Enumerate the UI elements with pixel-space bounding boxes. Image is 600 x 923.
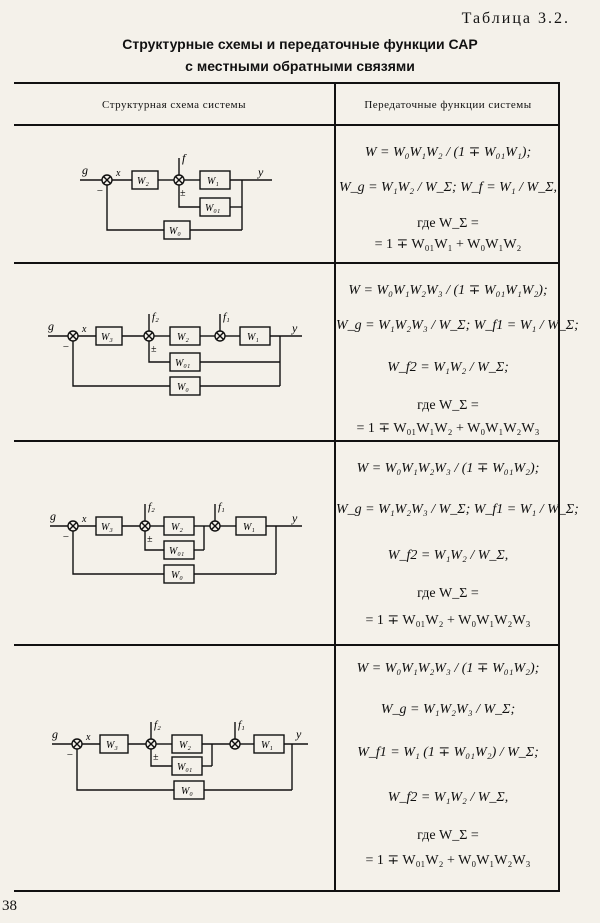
block-label: W₀ — [177, 382, 189, 393]
formula-line: W_g = W₁W₂W₃ / W_Σ; W_f1 = W₁ / W_Σ; — [336, 318, 579, 333]
formula-line: W_f1 = W₁ (1 ∓ W₀₁W₂) / W_Σ; — [357, 745, 539, 760]
sign-label: − — [66, 749, 73, 761]
signal-label: y — [257, 165, 264, 179]
formula-line: W_f2 = W₁W₂ / W_Σ; — [387, 360, 509, 375]
formula-line: = 1 ∓ W₀₁W₂ + W₀W₁W₂W₃ — [365, 613, 531, 628]
signal-label: f₂ — [152, 311, 159, 323]
formula-line: где W_Σ = — [417, 398, 479, 413]
block-label: W₁ — [247, 332, 259, 343]
column-header-functions: Передаточные функции системы — [364, 99, 532, 111]
sign-label: ± — [180, 188, 186, 199]
signal-label: g — [52, 727, 58, 741]
formula-line: W = W₀W₁W₂W₃ / (1 ∓ W₀₁W₁W₂); — [348, 283, 548, 298]
row-divider — [14, 262, 560, 264]
block-label: W₀ — [169, 226, 181, 237]
block-label: W₁ — [261, 740, 273, 751]
block-label: W₀₁ — [175, 358, 190, 369]
formula-line: где W_Σ = — [417, 216, 479, 231]
row-divider — [14, 644, 560, 646]
signal-label: x — [81, 324, 87, 335]
sign-label: − — [62, 531, 69, 543]
sign-label: − — [62, 341, 69, 353]
table-subtitle: с местными обратными связями — [185, 58, 415, 74]
block-label: W₂ — [179, 740, 191, 751]
signal-label: y — [295, 727, 302, 741]
block-diagram-2: g x f₂ f₁ y − ± W₃ W₂ W₁ W₀₁ W₀ — [48, 311, 302, 396]
block-label: W₁ — [243, 522, 255, 533]
page-number: 38 — [2, 898, 17, 914]
formula-line: где W_Σ = — [417, 586, 479, 601]
formula-line: W_f2 = W₁W₂ / W_Σ, — [387, 548, 509, 563]
signal-label: f₁ — [238, 719, 245, 731]
signal-label: f₁ — [223, 311, 230, 323]
signal-label: g — [82, 163, 88, 177]
formula-line: W = W₀W₁W₂W₃ / (1 ∓ W₀₁W₂); — [356, 661, 540, 676]
column-header-diagram: Структурная схема системы — [102, 99, 246, 111]
formula-line: W_g = W₁W₂ / W_Σ; W_f = W₁ / W_Σ, — [338, 180, 558, 195]
table-number: Таблица 3.2. — [461, 10, 570, 27]
signal-label: g — [50, 509, 56, 523]
block-label: W₃ — [101, 332, 113, 343]
formula-line: где W_Σ = — [417, 828, 479, 843]
block-label: W₃ — [106, 740, 118, 751]
row-divider — [14, 440, 560, 442]
formula-line: W_f2 = W₁W₂ / W_Σ, — [387, 790, 509, 805]
table-title: Структурные схемы и передаточные функции… — [122, 36, 478, 52]
signal-label: g — [48, 319, 54, 333]
header-divider — [14, 124, 560, 126]
block-label: W₀₁ — [177, 762, 192, 773]
formula-line: W_g = W₁W₂W₃ / W_Σ; — [380, 702, 516, 717]
block-diagram-1: g x f y − ± W₂ W₁ W₀₁ W₀ — [80, 151, 272, 240]
sign-label: ± — [147, 534, 153, 545]
signal-label: f — [182, 151, 187, 165]
signal-label: f₂ — [154, 719, 161, 731]
sign-label: ± — [153, 752, 159, 763]
block-label: W₀ — [181, 786, 193, 797]
block-label: W₂ — [171, 522, 183, 533]
formula-line: W_g = W₁W₂W₃ / W_Σ; W_f1 = W₁ / W_Σ; — [336, 502, 579, 517]
formula-line: = 1 ∓ W₀₁W₁W₂ + W₀W₁W₂W₃ — [356, 421, 540, 436]
sign-label: ± — [151, 344, 157, 355]
block-diagram-3: g x f₂ f₁ y − ± W₃ W₂ W₁ W₀₁ W₀ — [50, 501, 302, 584]
sign-label: − — [96, 185, 103, 197]
signal-label: f₁ — [218, 501, 225, 513]
formula-line: = 1 ∓ W₀₁W₂ + W₀W₁W₂W₃ — [365, 853, 531, 868]
signal-label: x — [115, 168, 121, 179]
formula-line: W = W₀W₁W₂W₃ / (1 ∓ W₀₁W₂); — [356, 461, 540, 476]
block-label: W₂ — [177, 332, 189, 343]
signal-label: x — [81, 514, 87, 525]
block-diagram-4: g x f₂ f₁ y − ± W₃ W₂ W₁ W₀₁ W₀ — [52, 719, 308, 800]
block-label: W₀₁ — [169, 546, 184, 557]
block-label: W₃ — [101, 522, 113, 533]
column-divider — [334, 82, 336, 892]
formula-line: = 1 ∓ W₀₁W₁ + W₀W₁W₂ — [374, 237, 522, 252]
signal-label: x — [85, 732, 91, 743]
block-label: W₁ — [207, 176, 219, 187]
formula-line: W = W₀W₁W₂ / (1 ∓ W₀₁W₁); — [364, 145, 532, 160]
signal-label: f₂ — [148, 501, 155, 513]
block-label: W₀ — [171, 570, 183, 581]
signal-label: y — [291, 511, 298, 525]
table-frame — [14, 82, 560, 892]
block-label: W₀₁ — [205, 203, 220, 214]
block-label: W₂ — [137, 176, 149, 187]
signal-label: y — [291, 321, 298, 335]
